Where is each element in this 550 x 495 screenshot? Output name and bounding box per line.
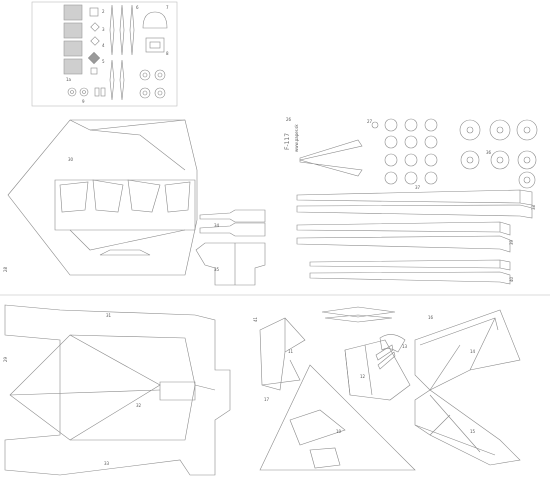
part-label-33: 33 <box>104 461 110 466</box>
landing-gear-legs <box>109 4 135 101</box>
tail-fin-parts <box>414 309 521 466</box>
part-label-17: 17 <box>264 397 270 402</box>
part-label-4: 4 <box>102 43 105 48</box>
part-label-34: 34 <box>214 223 220 228</box>
nose-probe-parts <box>299 139 363 177</box>
small-parts-panel <box>31 1 178 107</box>
part-label-11: 11 <box>288 349 294 354</box>
part-label-37: 37 <box>415 185 421 190</box>
part-label-38: 38 <box>531 204 536 210</box>
round-disc-parts <box>371 118 538 189</box>
part-label-31: 31 <box>106 313 112 318</box>
part-label-6: 6 <box>136 5 139 10</box>
upper-fuselage-part <box>7 119 198 276</box>
part-label-2: 2 <box>102 9 105 14</box>
wing-parts <box>259 317 416 471</box>
model-name-label: F-117 <box>284 132 291 150</box>
part-label-39: 39 <box>509 239 514 245</box>
part-label-32: 32 <box>136 403 142 408</box>
part-label-27: 27 <box>367 119 373 124</box>
part-label-7: 7 <box>166 5 169 10</box>
part-label-8: 8 <box>166 51 169 56</box>
canopy-frame-parts <box>321 306 406 370</box>
lower-fuselage-part <box>4 304 231 476</box>
diamond-parts <box>87 7 101 75</box>
part-label-28: 28 <box>3 266 8 272</box>
part-label-15: 15 <box>470 429 476 434</box>
part-label-26: 26 <box>286 117 292 122</box>
part-label-41: 41 <box>253 316 258 322</box>
wheel-parts <box>67 69 166 99</box>
part-label-14: 14 <box>470 349 476 354</box>
small-stabilizer-parts <box>195 209 266 286</box>
long-wedge-parts <box>296 189 533 285</box>
part-label-5: 5 <box>102 59 105 64</box>
part-label-12: 12 <box>360 374 366 379</box>
grey-hatched-panels <box>63 4 83 75</box>
part-label-16: 16 <box>428 315 434 320</box>
website-label: www.paper.sk <box>294 124 299 152</box>
part-label-9: 9 <box>82 99 85 104</box>
part-label-13: 13 <box>402 344 408 349</box>
part-label-3: 3 <box>102 27 105 32</box>
part-label-10: 10 <box>336 429 342 434</box>
canopy-part <box>142 11 168 29</box>
part-label-40: 40 <box>509 276 514 282</box>
part-label-29: 29 <box>3 356 8 362</box>
part-label-30: 30 <box>68 157 74 162</box>
part-label-35: 35 <box>214 267 220 272</box>
part-label-36: 36 <box>486 150 492 155</box>
part-label-1a: 1a <box>66 77 71 82</box>
